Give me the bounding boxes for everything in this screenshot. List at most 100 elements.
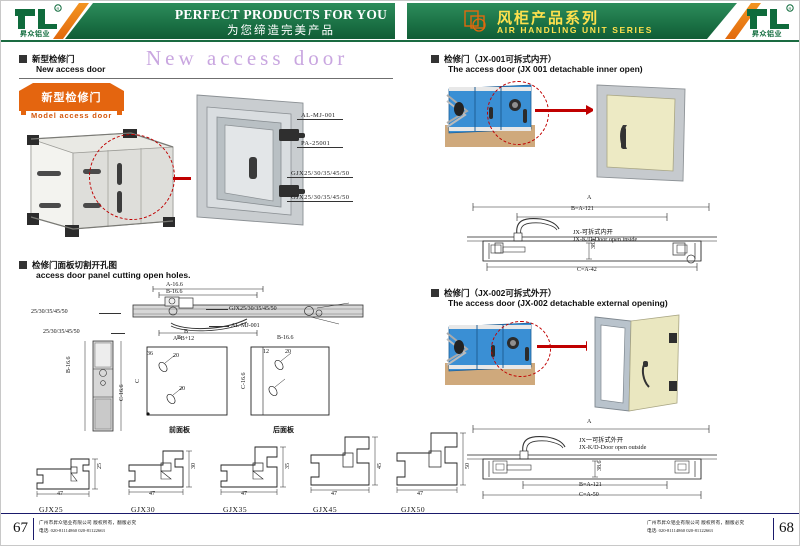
hole-dim-36: 36 [147,351,153,357]
svg-text:R: R [57,6,60,11]
jx002-dim-a: A [587,419,592,425]
jx001-section-drawing [467,197,717,273]
page-number-left: 67 [13,520,28,536]
profile-drawing-gjx25 [27,441,115,503]
profile-height-4: 45 [377,463,383,469]
dim-c-rear: C-16.6 [241,372,247,390]
access-door-detail-photo [191,89,311,234]
bullet-square-icon [19,55,27,63]
header-underline [1,40,799,42]
profile-drawing-gjx50 [389,427,485,503]
series-mark-icon [463,9,491,33]
jx001-arrow-line [535,109,587,112]
part-label-gjx-2: GJX25/30/35/45/50 [291,194,350,201]
page-header: PERFECT PRODUCTS FOR YOU 为您缔造完美产品 风柜产品系列… [1,1,799,42]
company-logo-right: R 昇众铝业 [737,3,797,39]
jx002-section-drawing [467,421,717,501]
leader-line-2 [297,147,343,148]
rear-dim-12: 12 [263,349,269,355]
jx002-dim-height: 38.6 [597,460,603,472]
dim-b-minus: B-16.6 [166,289,183,295]
page-number-right-rule [773,518,774,540]
dim-vertical-left: B-16.6 [66,356,72,374]
jx002-door-photo [587,311,691,417]
part-al-label: AL-MJ-001 [231,323,260,329]
part-label-pa-25001: PA-25001 [301,140,331,147]
profile-width-1: 47 [57,491,63,497]
leader-line-1 [297,119,343,120]
dim-a-eq: A=B+12 [173,336,195,342]
badge-text-cn: 新型检修门 [41,92,102,104]
footer-phone-right: 电话: 020-81114860 020-81122663 [647,528,713,533]
dim-a-minus: A-16.6 [166,282,183,288]
section2-title-en: access door panel cutting open holes. [36,270,191,280]
profile-width-2: 47 [149,491,155,497]
profile-height-2: 30 [191,463,197,469]
section1-title-cn: 新型检修门 [32,54,75,64]
thickness-list-2: 25/30/35/45/50 [43,329,80,335]
dim-b-rear: B-16.6 [277,335,294,341]
dim-b: B [184,329,189,335]
jx002-dim-c: C=A-50 [579,492,599,498]
series-title-en: AIR HANDLING UNIT SERIES [497,25,653,35]
leader-al [209,326,229,327]
thickness-list-1: 25/30/35/45/50 [31,309,68,315]
profile-name-gjx25: GJX25 [39,505,64,514]
hole-dim-20-b: 20 [179,386,185,392]
jx001-dim-c: C=A-42 [577,267,597,273]
leader-line-3 [287,177,353,178]
jx001-arrow-head [586,105,595,115]
footer-phone-left: 电话: 020-81114860 020-81122663 [39,528,105,533]
jx001-callout-ellipse [487,81,549,145]
bullet-square-icon-4 [431,289,439,297]
jx001-door-photo [593,79,689,187]
part-label-gjx-1: GJX25/30/35/45/50 [291,170,350,177]
jx002-callout-ellipse [491,321,551,377]
rear-panel-drawing [245,343,337,421]
jx002-note-cn: JX一可拆式外开 [579,437,624,444]
badge-text-en: Model access door [30,111,113,120]
jx001-dim-b: B=A-121 [571,206,594,212]
part-gjx-label: GJX25/30/35/45/50 [229,306,277,312]
profile-width-5: 47 [417,491,423,497]
bullet-square-icon-3 [431,55,439,63]
dim-c-front: C [135,378,141,383]
jx001-dim-a: A [587,195,592,201]
header-green-band-right [407,3,737,39]
logo-right-text: 昇众铝业 [752,31,782,38]
dim-b-front: B [177,335,182,341]
leader-line-4 [287,201,353,202]
series-title-cn: 风柜产品系列 [497,10,600,27]
model-access-door-badge: 新型检修门 Model access door [19,83,124,125]
header-english-slogan: PERFECT PRODUCTS FOR YOU [174,7,388,22]
section1-title-en: New access door [36,64,106,74]
profile-name-gjx50: GJX50 [401,505,426,514]
decorative-title-new-access-door: New access door [146,46,349,70]
profile-name-gjx35: GJX35 [223,505,248,514]
part-label-al-mj-001: AL-MJ-001 [301,112,336,119]
jx001-note-en: JX-K/D-Door open inside [573,236,638,243]
profile-height-1: 25 [97,463,103,469]
leader-thickness-1 [99,313,121,314]
rear-panel-label: 后面板 [273,426,294,434]
bullet-square-icon-2 [19,261,27,269]
footer-top-rule [1,513,799,515]
profile-name-gjx30: GJX30 [131,505,156,514]
section2-title-cn: 检修门面板切割开孔图 [32,260,118,270]
badge-ribbon [19,83,124,111]
vertical-profile-strip [79,339,127,435]
leader-gjx [206,309,228,310]
jx001-title-cn: 检修门（JX-001可拆式内开） [444,54,557,64]
rear-dim-20: 20 [285,349,291,355]
header-chinese-slogan: 为您缔造完美产品 [227,25,335,37]
profile-height-3: 35 [285,463,291,469]
hole-dim-20-a: 20 [173,353,179,359]
profile-drawing-gjx35 [211,435,305,503]
front-panel-label: 前面板 [169,426,190,434]
svg-text:R: R [789,6,792,11]
profile-width-3: 47 [241,491,247,497]
profile-name-gjx45: GJX45 [313,505,338,514]
profile-drawing-gjx45 [301,429,397,503]
footer-company-left: 广州市昇众铝业有限公司 版权所有，翻版必究 [39,520,137,525]
